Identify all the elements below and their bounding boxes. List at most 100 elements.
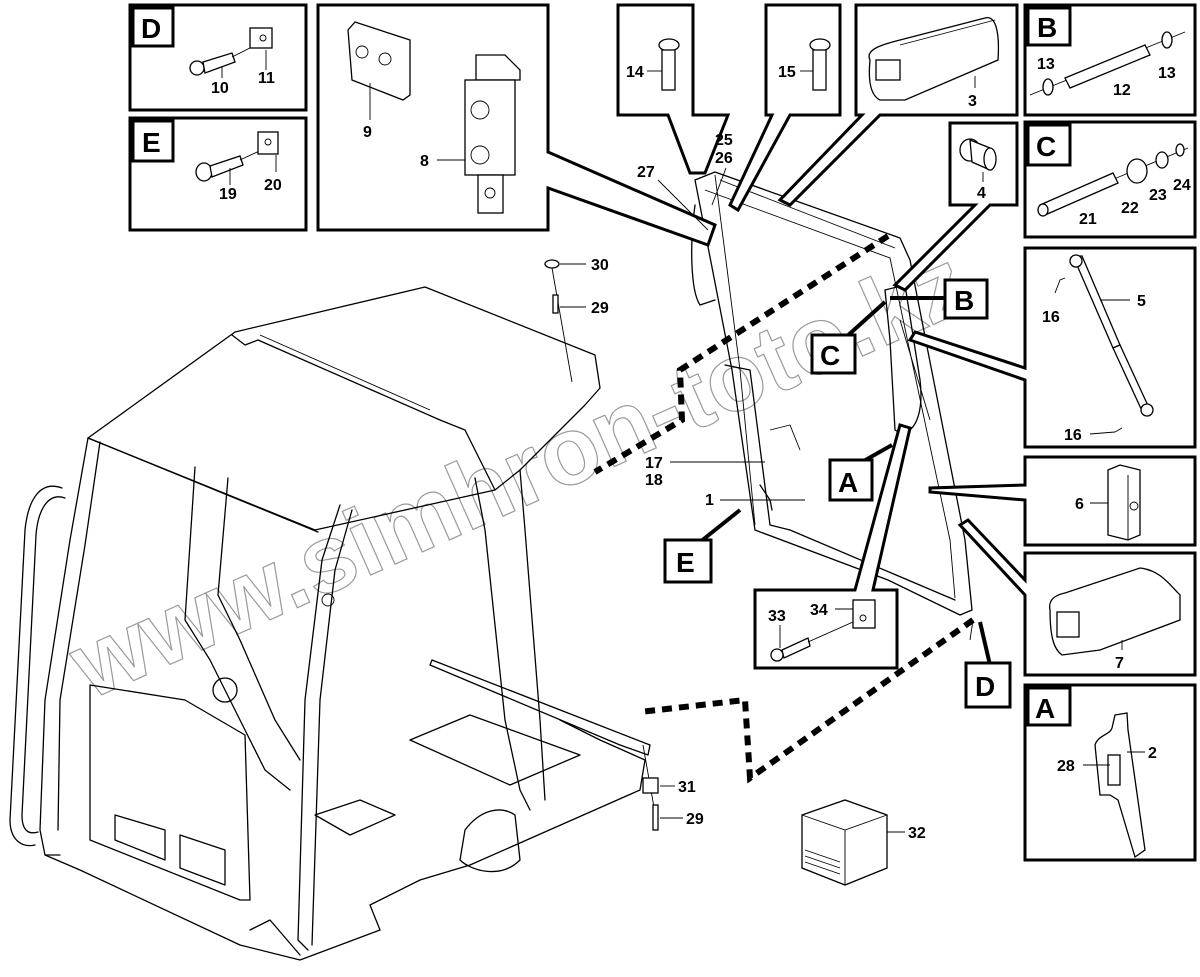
clip-icon <box>1054 277 1066 294</box>
pointer-d: D <box>964 621 1012 709</box>
pointer-c: C <box>810 300 887 375</box>
seal-3-box: 3 <box>777 3 1019 207</box>
part-12-label: 12 <box>1113 82 1131 99</box>
part-16-top-label: 16 <box>1042 309 1060 326</box>
gas-strut-icon <box>1069 254 1154 417</box>
bolt-icon <box>658 38 680 91</box>
part-9-label: 9 <box>363 124 372 141</box>
part-4-label: 4 <box>977 185 986 202</box>
washer-icon <box>1155 151 1169 169</box>
part-28-label: 28 <box>1057 758 1075 775</box>
square-nut-icon <box>257 131 279 155</box>
door-handle-icon <box>1094 712 1146 859</box>
hex-bolt-icon <box>195 155 244 182</box>
bushing-icon <box>959 138 997 172</box>
hinge-block-icon <box>464 54 521 214</box>
clip-icon <box>1114 427 1123 433</box>
part-20-label: 20 <box>264 177 282 194</box>
pointer-b: B <box>890 278 989 320</box>
part-24-label: 24 <box>1173 177 1191 194</box>
gas-strut-box: 5 16 16 <box>907 246 1197 449</box>
detail-d-letter: D <box>141 13 161 44</box>
part-30-label: 30 <box>591 257 609 274</box>
pointer-b-letter: B <box>954 285 974 316</box>
pointer-c-letter: C <box>820 340 840 371</box>
bolt-33-box: 33 34 <box>753 423 912 670</box>
part-10-label: 10 <box>211 80 229 97</box>
part-29-top-label: 29 <box>591 300 609 317</box>
detail-box-a: A 2 28 <box>1023 683 1197 862</box>
part-14-label: 14 <box>626 64 644 81</box>
door-frame <box>691 171 973 616</box>
pointer-a-letter: A <box>838 467 858 498</box>
part-17-label: 17 <box>645 455 663 472</box>
door-swing-upper <box>593 233 890 475</box>
ground-line <box>969 619 974 641</box>
door-body-labels: 17 18 1 <box>645 455 805 509</box>
part-26-label: 26 <box>715 150 733 167</box>
roof-bolt-labels: 30 29 <box>544 257 609 383</box>
spacer-icon <box>642 777 659 794</box>
socket-bolt-icon <box>189 52 236 76</box>
detail-box-c: C 21 22 23 24 <box>1023 120 1197 239</box>
bushing-4-box: 4 <box>892 121 1019 292</box>
hinge-plate-icon <box>347 21 411 101</box>
hinge-detail-box: 9 8 <box>316 3 717 247</box>
pin-icon <box>1064 44 1151 89</box>
part-19-label: 19 <box>219 186 237 203</box>
part-31-label: 31 <box>678 779 696 796</box>
kit-box-icon <box>801 799 888 886</box>
part-29-bottom-label: 29 <box>686 811 704 828</box>
part-13-left-label: 13 <box>1037 56 1055 73</box>
part-11-label: 11 <box>258 70 275 87</box>
part-6-label: 6 <box>1075 496 1084 513</box>
snap-ring-icon <box>1161 31 1173 49</box>
part-2-label: 2 <box>1148 745 1157 762</box>
block-6-box: 6 <box>928 455 1197 547</box>
part-16-bottom-label: 16 <box>1064 427 1082 444</box>
pointer-a: A <box>828 443 893 502</box>
detail-b-letter: B <box>1037 12 1057 43</box>
part-18-label: 18 <box>645 472 663 489</box>
detail-box-d: D 10 11 <box>128 3 308 112</box>
part-3-label: 3 <box>968 93 977 110</box>
part-1-label: 1 <box>705 492 714 509</box>
part-7-label: 7 <box>1115 655 1124 672</box>
washer-icon <box>544 259 560 269</box>
part-5-label: 5 <box>1137 293 1146 310</box>
door-top-labels: 25 26 27 <box>637 132 733 231</box>
detail-a-letter: A <box>1035 693 1055 724</box>
bolt-14-box: 14 <box>616 3 731 175</box>
square-nut-icon <box>249 27 273 49</box>
part-33-label: 33 <box>768 608 786 625</box>
bolt-15-box: 15 <box>728 3 842 213</box>
square-block-icon <box>1107 464 1141 541</box>
bolt-icon <box>652 804 659 831</box>
cab-body <box>9 286 651 961</box>
part-15-label: 15 <box>778 64 796 81</box>
part-25-label: 25 <box>715 132 733 149</box>
part-8-label: 8 <box>420 153 429 170</box>
detail-e-letter: E <box>142 127 161 158</box>
kit-32: 32 <box>801 799 926 886</box>
snap-ring-icon <box>1042 78 1054 96</box>
part-13-right-label: 13 <box>1158 65 1176 82</box>
pointer-d-letter: D <box>975 671 995 702</box>
door-swing-lower <box>639 617 975 784</box>
seal-profile-icon <box>868 17 1000 101</box>
shaft-icon <box>1037 172 1119 217</box>
part-34-label: 34 <box>810 602 828 619</box>
floor-bolt-labels: 31 29 <box>642 744 704 831</box>
bushing-icon <box>1126 158 1148 184</box>
part-32-label: 32 <box>908 825 926 842</box>
part-21-label: 21 <box>1079 211 1097 228</box>
socket-bolt-icon <box>770 637 811 662</box>
pointer-e: E <box>663 508 742 584</box>
bolt-icon <box>552 294 559 314</box>
seal-profile-icon <box>1049 567 1181 656</box>
part-22-label: 22 <box>1121 200 1139 217</box>
bolt-icon <box>809 38 831 91</box>
detail-box-b: B 13 12 13 <box>1023 3 1197 117</box>
square-nut-icon <box>852 599 876 629</box>
